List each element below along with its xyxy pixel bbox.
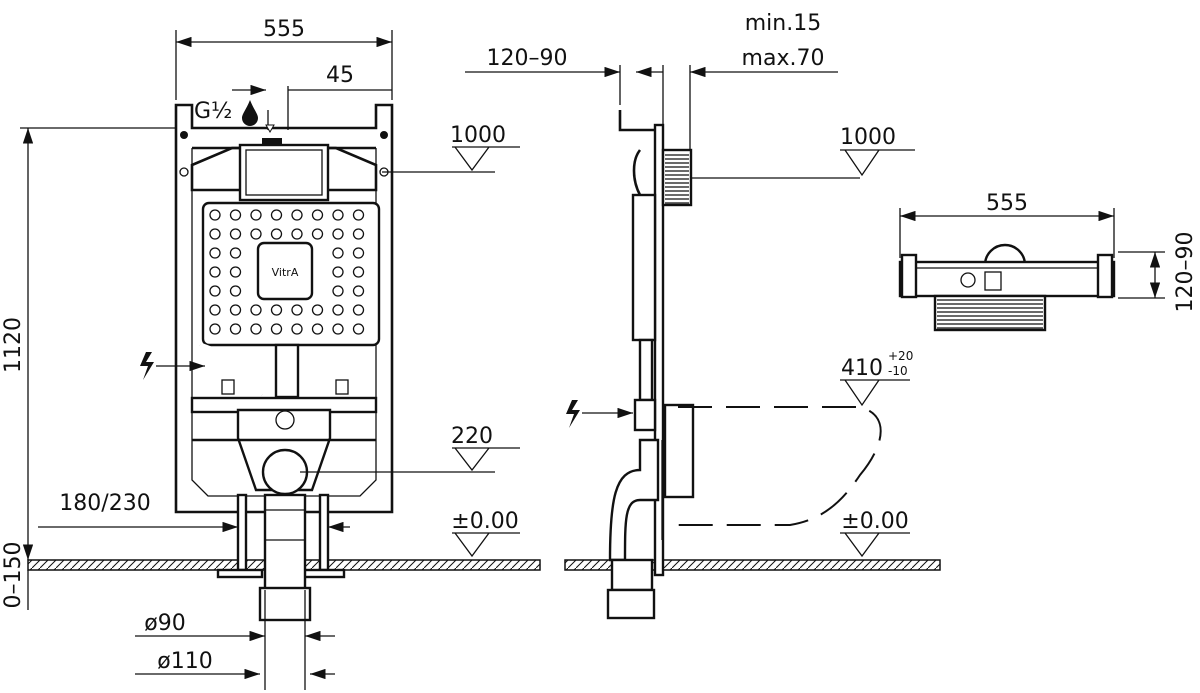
cistern-dot xyxy=(332,228,344,240)
cistern-dot xyxy=(332,323,344,335)
cistern-dot xyxy=(311,304,324,316)
leg-spacing-label: 180/230 xyxy=(59,491,150,516)
wc-bowl-outline xyxy=(678,406,882,526)
cistern-dot xyxy=(209,247,221,259)
cistern-dot xyxy=(250,323,262,335)
top-view: 555 120–90 xyxy=(898,191,1198,332)
front-logo: VitrA xyxy=(272,266,299,279)
seat-height-label: 410 xyxy=(841,356,883,381)
pipe-large-label: ø110 xyxy=(157,649,212,674)
cistern-dot xyxy=(332,247,344,259)
cistern-dot xyxy=(352,228,365,240)
side-floor-hatch xyxy=(564,559,941,571)
pipe-small-label: ø90 xyxy=(144,611,185,636)
cistern-dot xyxy=(332,304,344,316)
top-grille xyxy=(933,294,1047,332)
cistern-dot xyxy=(250,228,262,240)
cistern-dot xyxy=(332,266,344,278)
cistern-dot xyxy=(270,323,283,335)
cistern-dot xyxy=(229,228,242,240)
side-depth-label: 120–90 xyxy=(487,46,568,71)
cistern-dot xyxy=(229,285,242,297)
cistern-dot xyxy=(352,209,365,221)
cistern-dot xyxy=(332,209,344,221)
cistern-dot xyxy=(291,228,303,240)
cistern-dot xyxy=(229,247,242,259)
drain-pipe xyxy=(263,493,307,592)
cistern-dot xyxy=(209,228,221,240)
seat-tolerance-plus: +20 xyxy=(888,349,913,363)
cistern-dot xyxy=(311,323,324,335)
cistern-dot xyxy=(270,304,283,316)
cistern-dot xyxy=(352,266,365,278)
adjust-range-label: 0–150 xyxy=(1,542,26,609)
drain-height-label: 220 xyxy=(451,424,493,449)
cistern-dot xyxy=(209,285,221,297)
cistern-dot xyxy=(209,304,221,316)
max-label: max.70 xyxy=(742,46,825,71)
cistern-dot xyxy=(311,228,324,240)
side-electric-bolt-icon xyxy=(566,400,580,428)
total-height-label: 1120 xyxy=(1,317,26,373)
front-floor-level-label: ±0.00 xyxy=(451,509,518,534)
cistern-dot xyxy=(270,209,283,221)
side-drain-bend xyxy=(608,438,660,562)
cistern-dot xyxy=(352,285,365,297)
cistern-dot xyxy=(352,304,365,316)
cistern-dot xyxy=(291,304,303,316)
cistern-dot-grid xyxy=(209,209,365,335)
top-width-label: 555 xyxy=(986,191,1028,216)
ribbed-pipe xyxy=(661,148,693,207)
cistern-dot xyxy=(250,209,262,221)
front-width-label: 555 xyxy=(263,17,305,42)
offset-label: 45 xyxy=(326,63,354,88)
min-label: min.15 xyxy=(745,11,821,36)
seat-tolerance-minus: -10 xyxy=(888,364,908,378)
front-view: VitrA 555 45 G½ 1120 xyxy=(1,17,541,690)
cistern-dot xyxy=(291,323,303,335)
logo-panel xyxy=(256,241,314,301)
top-frame xyxy=(898,260,1116,298)
cistern-dot xyxy=(229,209,242,221)
top-depth-label: 120–90 xyxy=(1173,232,1198,313)
cistern-dot xyxy=(352,323,365,335)
cistern-dot xyxy=(229,323,242,335)
electric-bolt-icon xyxy=(140,352,154,380)
cistern-dot xyxy=(352,247,365,259)
cistern-dot xyxy=(229,304,242,316)
cistern-dot xyxy=(291,209,303,221)
cistern-dot xyxy=(270,228,283,240)
water-drop-icon xyxy=(242,100,258,126)
side-floor-level-label: ±0.00 xyxy=(841,509,908,534)
frame-outline xyxy=(174,103,394,514)
front-flush-height-label: 1000 xyxy=(450,123,506,148)
thread-label: G½ xyxy=(194,99,232,124)
cistern-dot xyxy=(209,266,221,278)
cistern-dot xyxy=(311,209,324,221)
side-flush-height-label: 1000 xyxy=(840,125,896,150)
cistern-dot xyxy=(209,323,221,335)
flush-valve-housing xyxy=(238,143,330,202)
cistern-dot xyxy=(229,266,242,278)
cistern-dot xyxy=(209,209,221,221)
cistern-dot xyxy=(250,304,262,316)
cistern-dot xyxy=(332,285,344,297)
side-view: 120–90 min.15 max.70 1000 410 +20 -10 ±0… xyxy=(465,11,941,620)
